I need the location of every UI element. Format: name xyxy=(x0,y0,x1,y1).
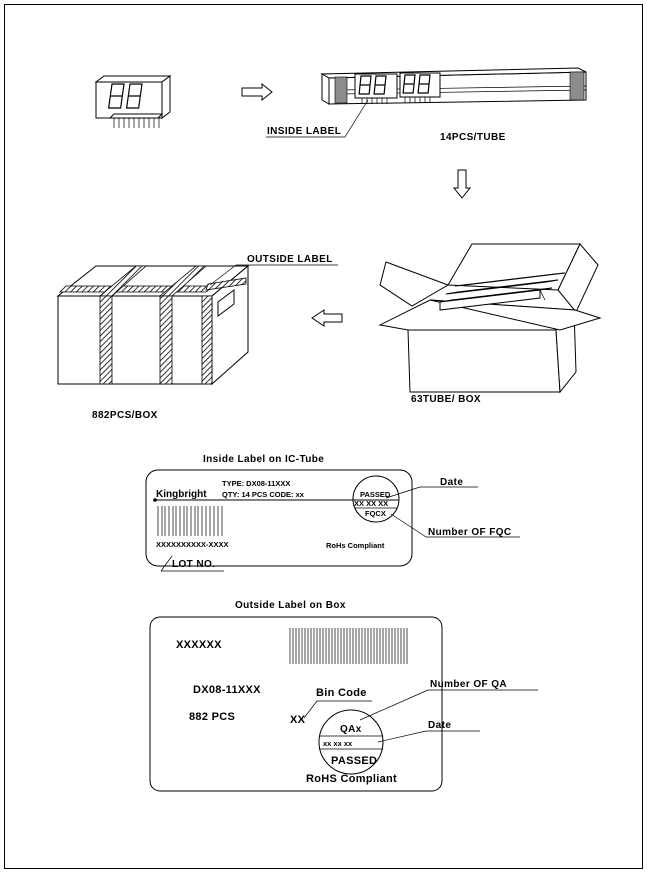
page-border xyxy=(4,4,643,869)
fqc-stamp-bottom: FQCX xyxy=(365,509,386,518)
tube-quantity: 14PCS/TUBE xyxy=(440,132,506,143)
closed-box-icon xyxy=(56,264,338,386)
qa-stamp-top: QAx xyxy=(340,724,362,735)
date-callout: Date xyxy=(440,477,463,488)
serial-number: XXXXXXXXXX-XXXX xyxy=(156,540,229,549)
outside-label-caption: OUTSIDE LABEL xyxy=(247,254,333,265)
inside-label-title: Inside Label on IC-Tube xyxy=(203,454,324,465)
rohs-text: RoHS Compliant xyxy=(306,773,397,785)
ic-tube-icon xyxy=(266,67,587,138)
arrow-down-icon xyxy=(452,169,472,199)
outside-label-title: Outside Label on Box xyxy=(235,600,346,611)
qa-callout: Number OF QA xyxy=(430,679,507,690)
brand-name: Kingbright xyxy=(156,489,207,500)
fqc-stamp-top: PASSED xyxy=(360,490,391,499)
bin-code-callout: Bin Code xyxy=(316,687,367,699)
qty-line: QTY: 14 PCS CODE: xx xyxy=(222,490,305,499)
box-pcs-quantity: 882PCS/BOX xyxy=(92,410,158,421)
led-display-icon xyxy=(94,75,172,128)
fqc-callout: Number OF FQC xyxy=(428,527,512,538)
box-tube-quantity: 63TUBE/ BOX xyxy=(411,394,481,405)
box-code: XXXXXX xyxy=(176,639,222,651)
arrow-right-icon xyxy=(241,82,273,102)
barcode xyxy=(289,628,408,664)
fqc-stamp-date: XX XX XX xyxy=(354,499,388,508)
inside-label-caption: INSIDE LABEL xyxy=(267,126,341,137)
qa-stamp-bottom: PASSED xyxy=(331,755,377,767)
qa-stamp-date: xx xx xx xyxy=(323,739,353,748)
part-number: DX08-11XXX xyxy=(193,684,261,696)
inside-label-card xyxy=(145,469,520,572)
type-line: TYPE: DX08-11XXX xyxy=(222,479,290,488)
bin-value: XX xyxy=(290,714,306,726)
rohs-text: RoHs Compliant xyxy=(326,541,385,550)
barcode xyxy=(157,506,223,536)
arrow-left-icon xyxy=(311,309,343,327)
date-callout: Date xyxy=(428,720,451,731)
box-quantity: 882 PCS xyxy=(189,711,235,723)
outside-label-card xyxy=(149,616,538,792)
lot-callout: LOT NO. xyxy=(172,559,215,570)
open-box-icon xyxy=(378,243,602,394)
